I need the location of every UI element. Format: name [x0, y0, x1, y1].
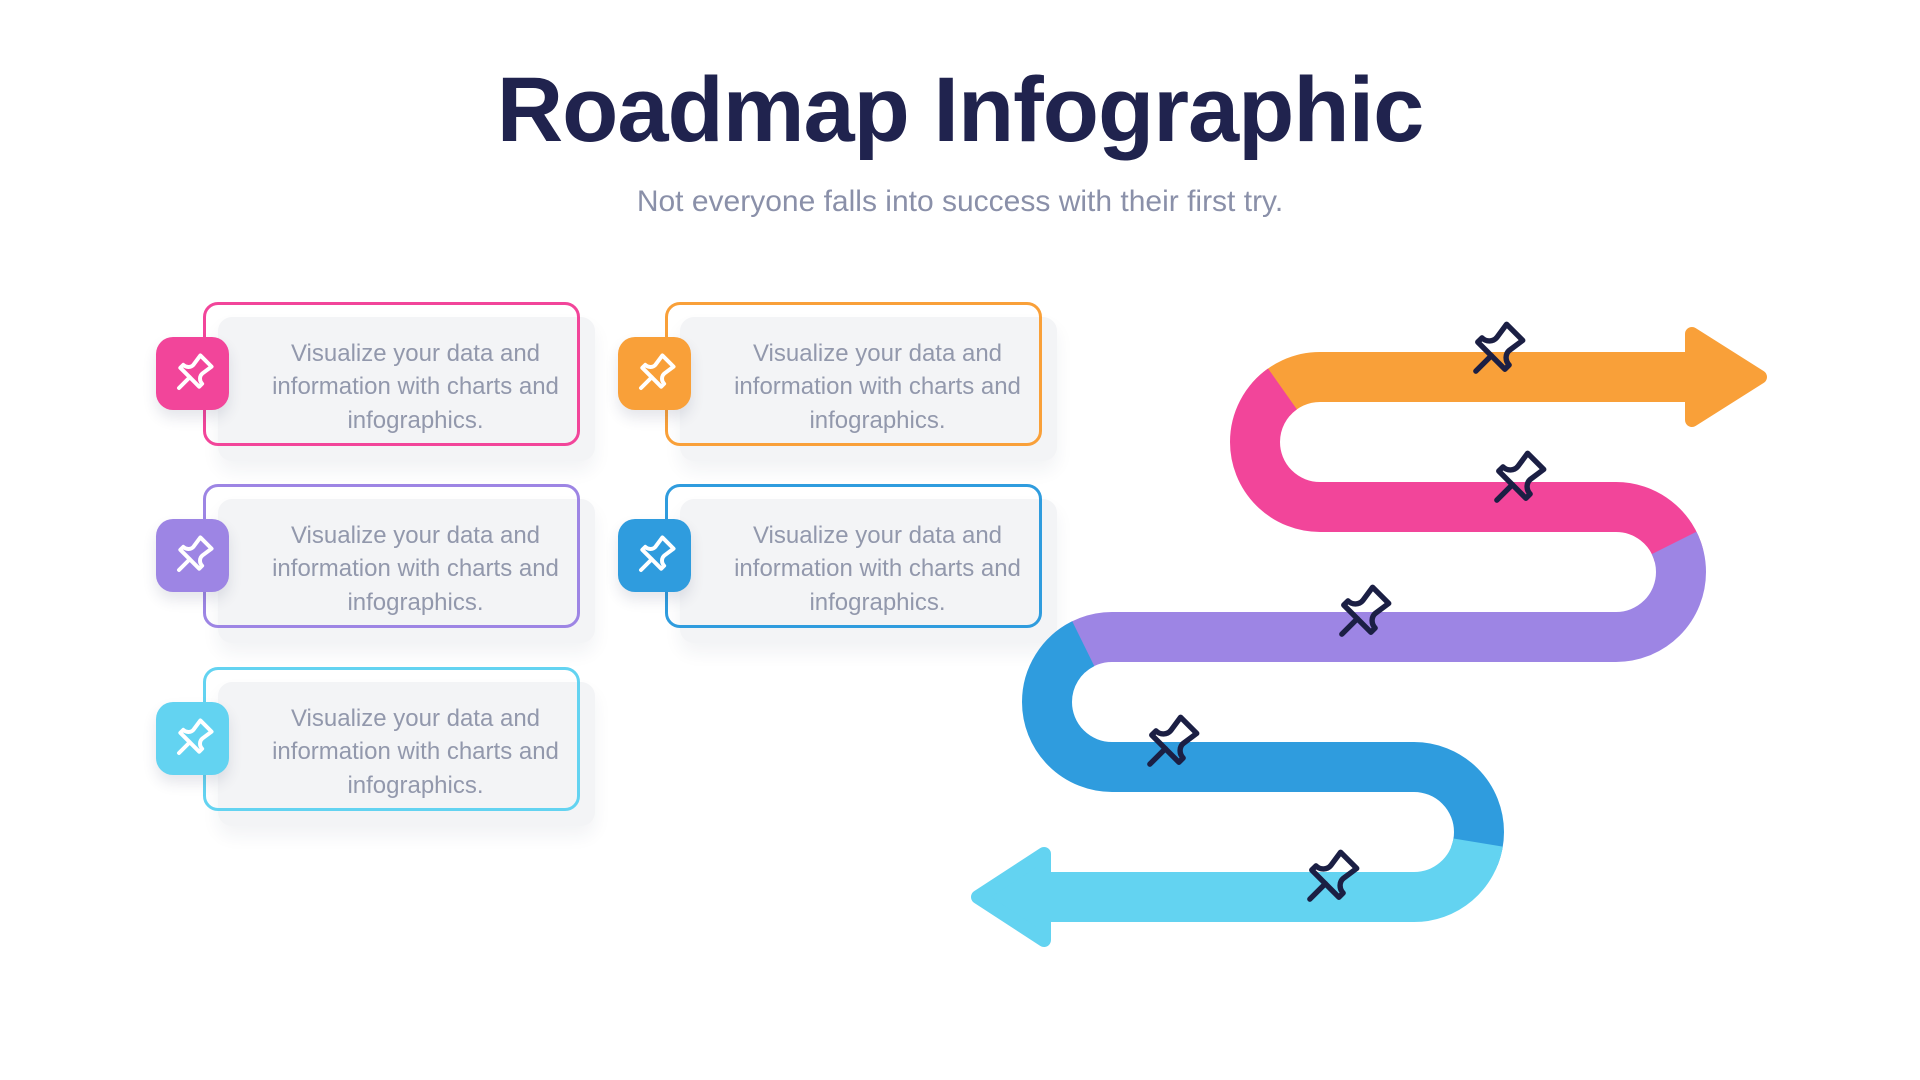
roadmap-card-5: Visualize your data and information with…	[156, 667, 595, 826]
pushpin-icon	[156, 702, 229, 775]
card-text: Visualize your data and information with…	[272, 704, 559, 799]
card-background	[680, 499, 1057, 643]
card-text: Visualize your data and information with…	[272, 521, 559, 616]
page-subtitle: Not everyone falls into success with the…	[636, 185, 1284, 218]
roadmap-stages	[1022, 352, 1706, 922]
page-title: Roadmap Infographic	[496, 59, 1425, 161]
pushpin-icon	[156, 519, 229, 592]
card-text: Visualize your data and information with…	[272, 339, 559, 434]
card-text: Visualize your data and information with…	[734, 339, 1021, 434]
pushpin-icon	[156, 337, 229, 410]
stage-4-segment	[1022, 352, 1706, 922]
pushpin-icon	[618, 519, 691, 592]
start-arrowhead-icon	[971, 847, 1051, 947]
roadmap-card-4: Visualize your data and information with…	[618, 484, 1057, 643]
roadmap-card-1: Visualize your data and information with…	[156, 302, 595, 461]
card-background	[218, 317, 595, 461]
pushpin-icon	[618, 337, 691, 410]
roadmap-card-3: Visualize your data and information with…	[156, 484, 595, 643]
card-background	[680, 317, 1057, 461]
card-background	[218, 499, 595, 643]
end-arrowhead-icon	[1685, 327, 1767, 427]
roadmap-card-2: Visualize your data and information with…	[618, 302, 1057, 461]
card-background	[218, 682, 595, 826]
card-text: Visualize your data and information with…	[734, 521, 1021, 616]
stage-3-segment	[1022, 352, 1706, 922]
stage-2-segment	[1022, 352, 1706, 922]
